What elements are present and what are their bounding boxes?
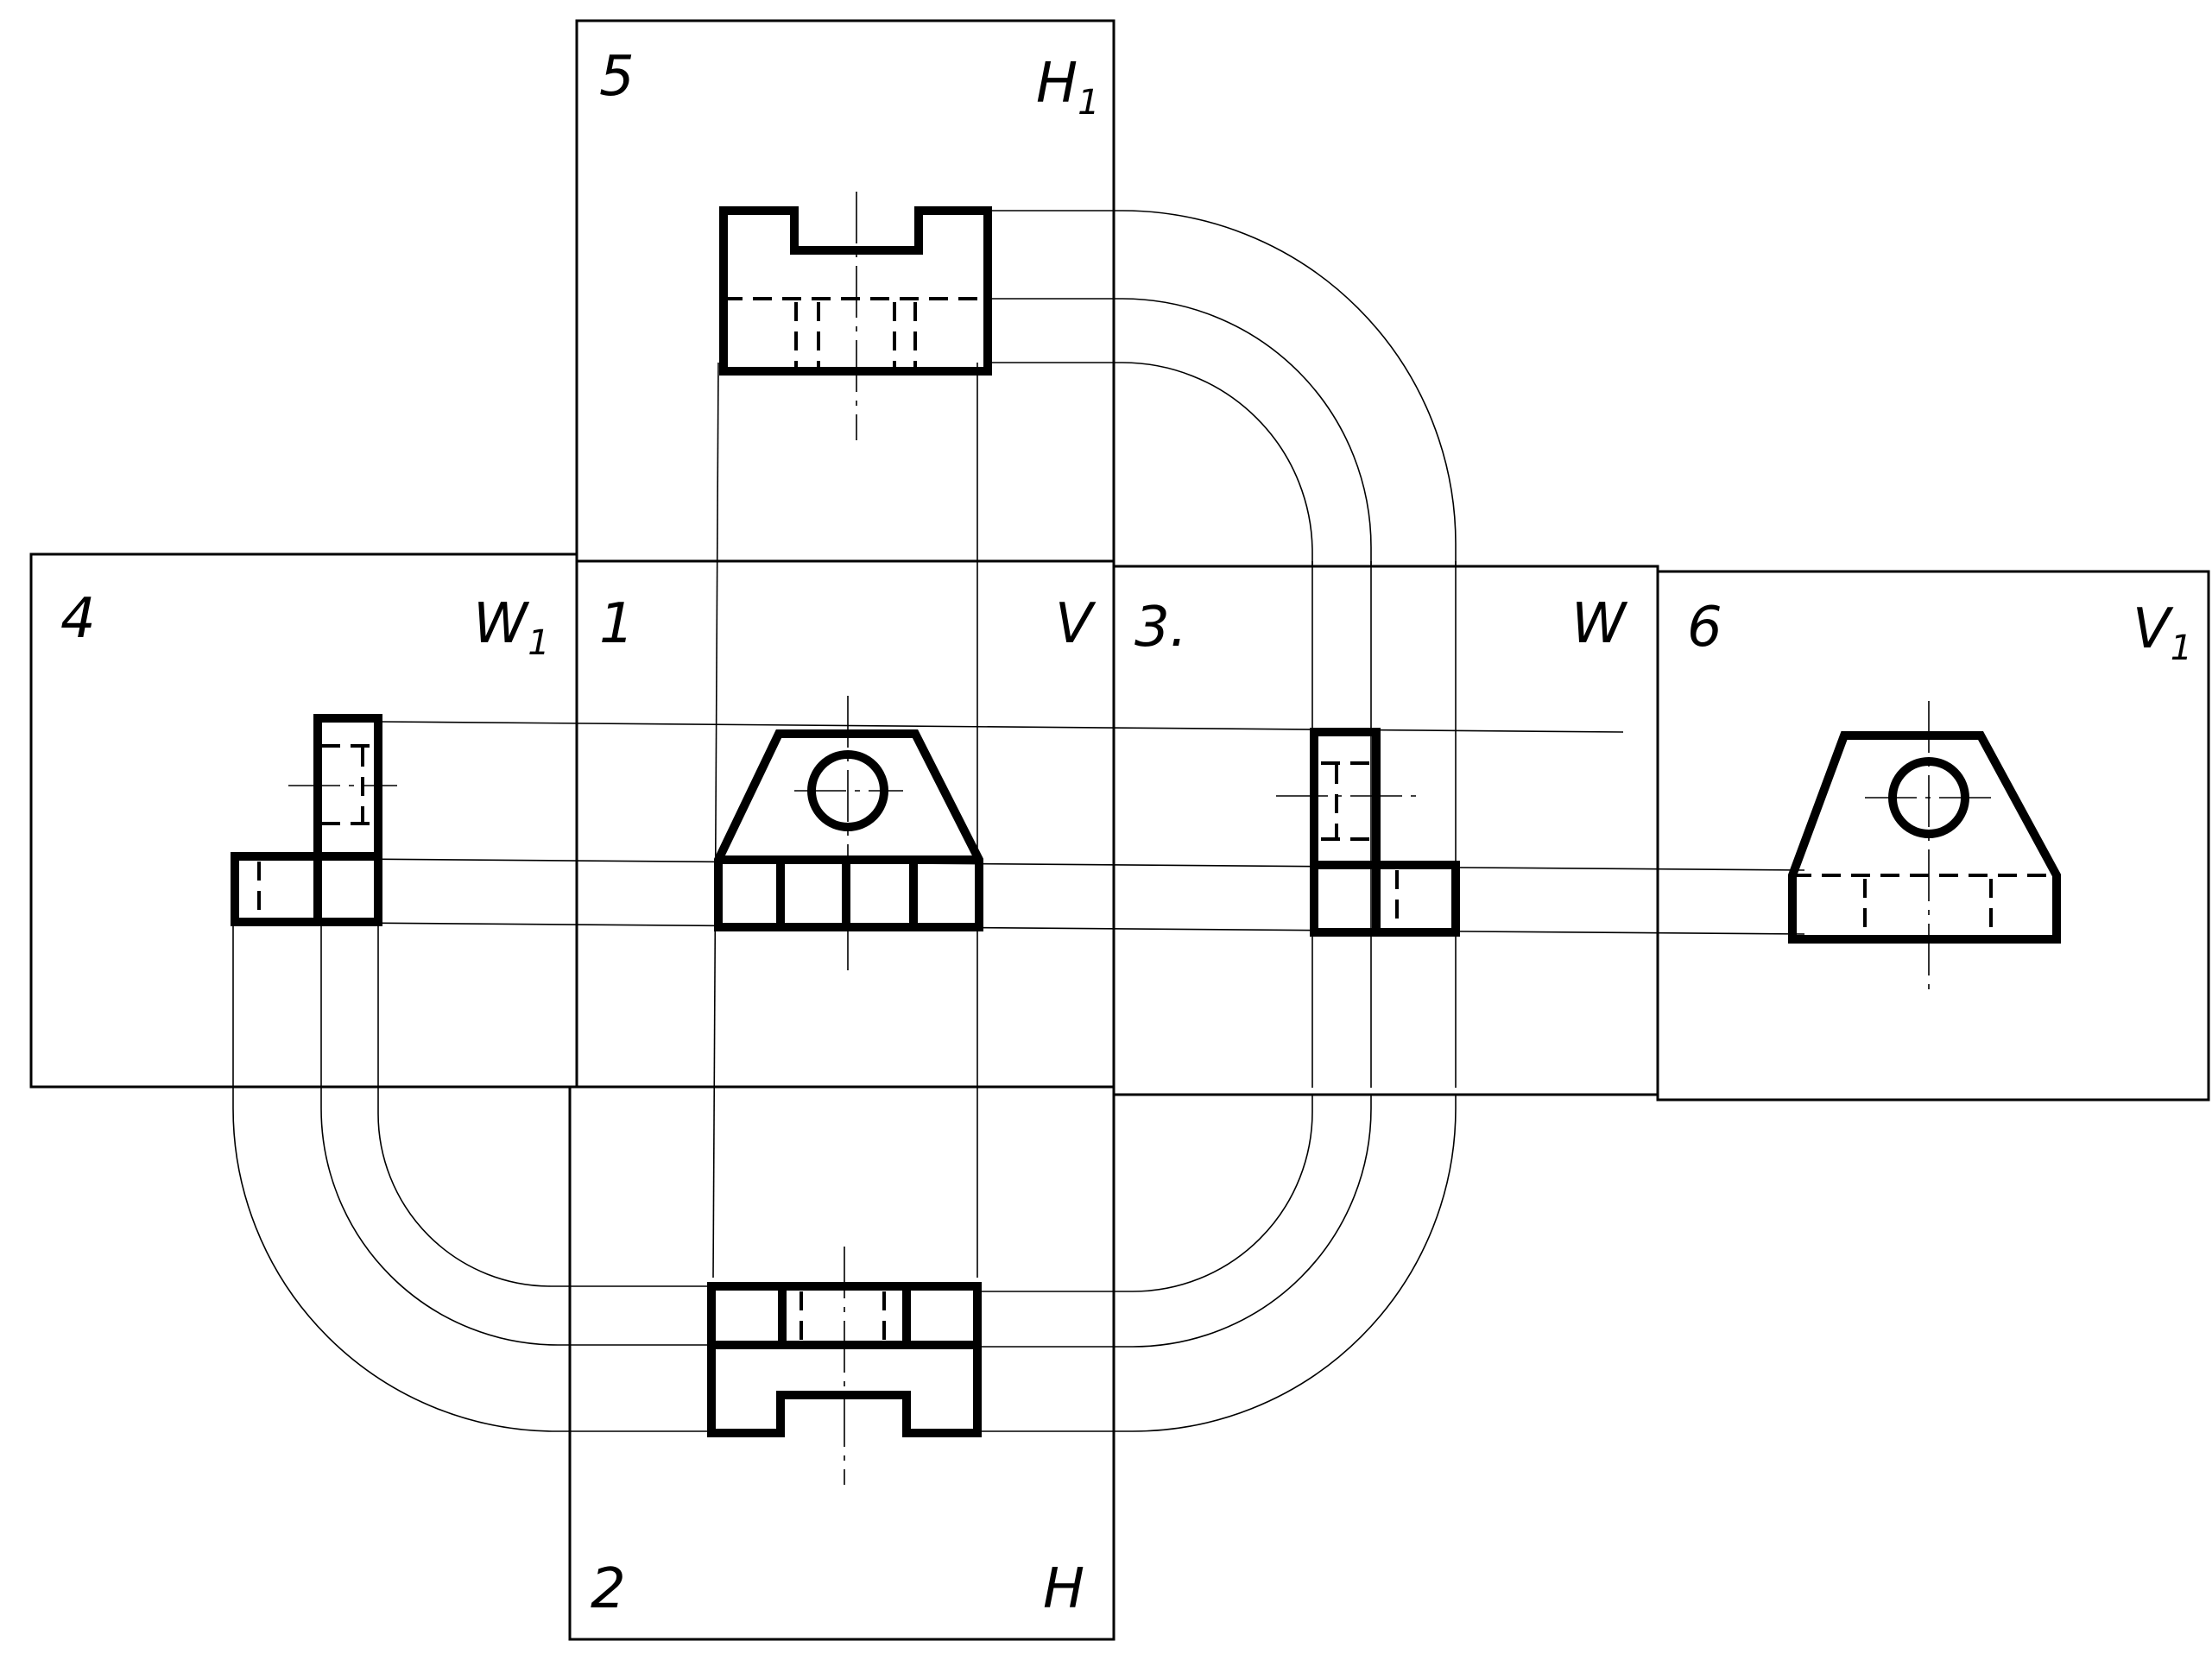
projection-lines — [232, 210, 1805, 1432]
outline — [707, 1282, 982, 1437]
panel-3-number: 3. — [1134, 596, 1187, 660]
view-top-h — [707, 1247, 982, 1485]
view-bottom-h1 — [719, 192, 992, 440]
panel-5-number: 5 — [599, 45, 635, 109]
panel-4-plane: W1 — [473, 592, 550, 663]
panel-5-frame — [575, 19, 1115, 563]
panel-4-number: 4 — [60, 587, 96, 651]
view-right-w1 — [231, 714, 397, 926]
view-front-v — [714, 696, 983, 974]
panel-1-number: 1 — [599, 592, 635, 656]
panel-2-number: 2 — [591, 1557, 626, 1621]
panel-labels: 5 H1 4 W1 1 V 3. W 6 V1 2 H — [60, 45, 2192, 1621]
panel-2-plane: H — [1043, 1557, 1084, 1621]
panel-2-frame — [568, 1085, 1115, 1641]
outline — [231, 714, 382, 926]
view-rear-v1 — [1788, 701, 2061, 991]
outline — [719, 206, 992, 376]
outline — [1310, 728, 1460, 937]
panel-5-plane: H1 — [1036, 52, 1100, 123]
panel-frames — [29, 19, 2210, 1641]
panel-6-number: 6 — [1687, 596, 1722, 660]
panel-1-plane: V — [1055, 592, 1097, 656]
panel-3-plane: W — [1571, 592, 1628, 656]
panel-6-plane: V1 — [2133, 597, 2192, 668]
view-left-w — [1276, 728, 1460, 937]
panel-6-frame — [1656, 570, 2210, 1102]
